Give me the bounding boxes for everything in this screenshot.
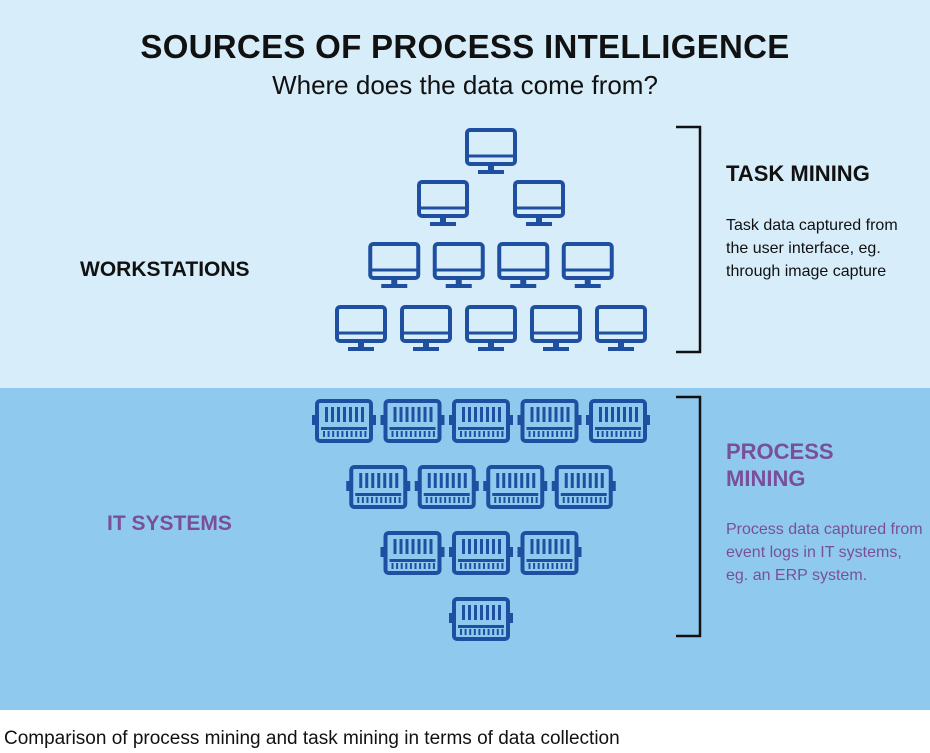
server-chip-icon	[312, 399, 376, 443]
monitor-icon	[335, 305, 387, 351]
monitor-icon	[432, 242, 485, 288]
monitor-icon	[368, 242, 421, 288]
process-mining-description: Process data captured from event logs in…	[726, 521, 923, 584]
workstations-label: WORKSTATIONS	[80, 258, 250, 281]
monitor-pyramid	[335, 128, 647, 351]
server-chip-icon	[483, 465, 548, 509]
server-chip-icon	[517, 399, 582, 443]
monitor-icon	[513, 180, 565, 226]
monitor-icon	[497, 242, 550, 288]
process-mining-bracket	[676, 395, 702, 638]
server-chip-icon	[551, 465, 616, 509]
server-chip-icon	[380, 531, 445, 575]
monitor-icon	[465, 305, 517, 351]
page-subtitle: Where does the data come from?	[272, 70, 658, 100]
monitor-icon	[595, 305, 647, 351]
monitor-icon	[417, 180, 469, 226]
task-mining-description: Task data captured from the user interfa…	[726, 217, 898, 280]
monitor-icon	[561, 242, 614, 288]
server-chip-icon	[414, 465, 479, 509]
task-mining-heading: TASK MINING	[726, 161, 870, 186]
server-chip-icon	[449, 531, 513, 575]
server-chip-icon	[346, 465, 411, 509]
server-chip-icon	[586, 399, 650, 443]
server-chip-icon	[380, 399, 445, 443]
figure-caption: Comparison of process mining and task mi…	[4, 728, 620, 749]
task-mining-bracket	[676, 125, 702, 354]
monitor-icon	[400, 305, 452, 351]
process-mining-heading: PROCESS MINING	[726, 439, 834, 491]
server-chip-icon	[517, 531, 582, 575]
server-chip-icon	[449, 597, 513, 641]
server-pyramid	[312, 399, 650, 641]
page-title: SOURCES OF PROCESS INTELLIGENCE	[140, 28, 790, 65]
monitor-icon	[465, 128, 517, 174]
server-chip-icon	[449, 399, 513, 443]
it-systems-label: IT SYSTEMS	[107, 512, 232, 535]
monitor-icon	[530, 305, 582, 351]
